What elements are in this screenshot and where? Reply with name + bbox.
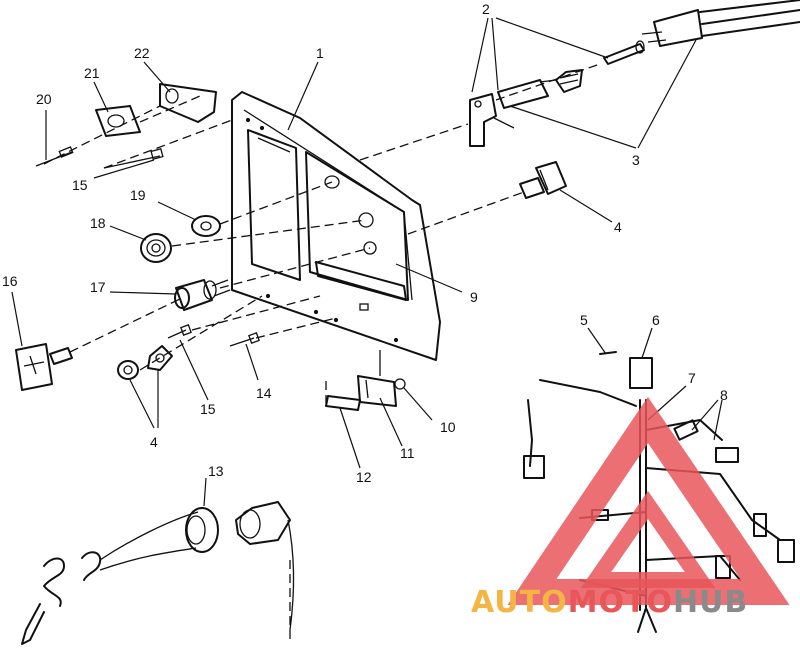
callout-20: 20 (36, 91, 52, 107)
callout-17: 17 (90, 279, 106, 295)
callout-labels: 1 2 3 4 4 5 6 7 8 9 10 11 12 13 14 15 15… (2, 1, 728, 485)
watermark-word-hub: HUB (673, 585, 748, 620)
callout-22: 22 (134, 45, 150, 61)
dash-panel (231, 91, 441, 361)
nut-washer (117, 345, 173, 380)
watermark-word-moto: MOTO (568, 585, 673, 620)
callout-6: 6 (652, 312, 660, 328)
leader-lines (11, 17, 723, 507)
tether-cord (21, 501, 295, 645)
callout-9: 9 (470, 289, 478, 305)
callout-4-left: 4 (150, 434, 158, 450)
mounting-clip (325, 350, 406, 411)
callout-8: 8 (720, 387, 728, 403)
lock-bracket (35, 83, 217, 169)
callout-16: 16 (2, 273, 18, 289)
assembly-lines (43, 63, 601, 640)
callout-7: 7 (688, 370, 696, 386)
harness-connector-top (641, 0, 800, 47)
watermark-word-auto: AUTO (471, 585, 568, 620)
switch-assembly (469, 40, 645, 147)
callout-13: 13 (208, 463, 224, 479)
callout-2: 2 (482, 1, 490, 17)
screws (167, 324, 260, 347)
callout-14: 14 (256, 385, 272, 401)
callout-21: 21 (84, 65, 100, 81)
callout-15-top: 15 (72, 177, 88, 193)
callout-11: 11 (400, 445, 415, 461)
watermark-triangle-icon (507, 396, 790, 605)
watermark-inner-triangle-icon (580, 490, 716, 588)
watermark-logo: AUTOMOTOHUB (471, 396, 790, 620)
callout-10: 10 (440, 419, 456, 435)
callout-19: 19 (130, 187, 146, 203)
svg-text:AUTOMOTOHUB: AUTOMOTOHUB (471, 585, 748, 620)
callout-18: 18 (90, 215, 106, 231)
callout-15-bottom: 15 (200, 401, 216, 417)
callout-12: 12 (356, 469, 372, 485)
callout-1: 1 (316, 45, 324, 61)
callout-4-right: 4 (614, 219, 622, 235)
callout-5: 5 (580, 312, 588, 328)
ignition-parts (15, 215, 231, 391)
callout-3: 3 (632, 152, 640, 168)
toggle-switch (519, 161, 567, 199)
